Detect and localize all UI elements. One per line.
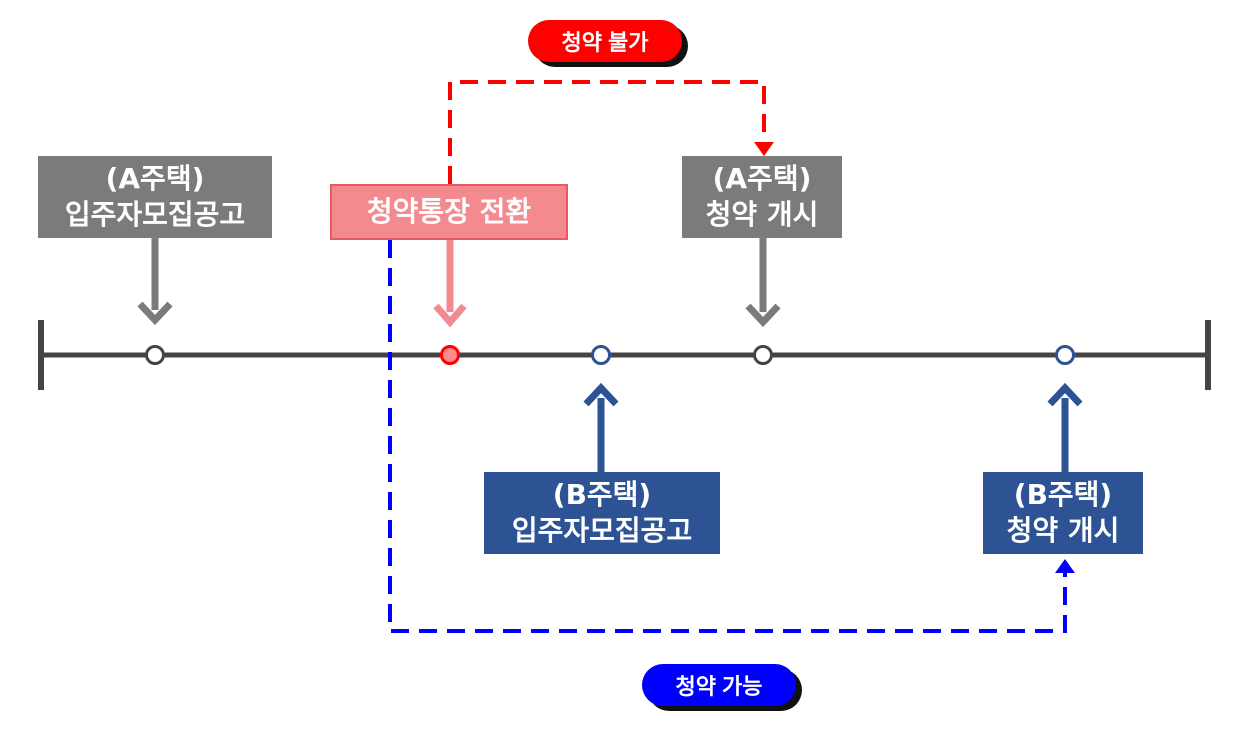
not-allowed-badge: 청약 불가 [528,20,682,62]
a-open-point [753,345,773,365]
a-announcement-point [145,345,165,365]
a-open-arrow-head [745,303,781,328]
blue-dashed-path [388,240,1067,633]
conversion-label: 청약통장 전환 [330,184,568,240]
allowed-badge: 청약 가능 [642,664,796,706]
a-announcement-arrow-head [137,301,173,326]
conversion-point [440,345,460,365]
b-open-label-line1: (B주택) [1013,478,1113,511]
conversion-arrow-head [433,303,467,328]
a-announcement-label-line1: (A주택) [105,162,205,195]
conversion-label-text: 청약통장 전환 [366,195,532,228]
allowed-badge-text: 청약 가능 [675,674,763,699]
b-announcement-arrow-head [583,382,619,407]
blue-arrowhead [1055,559,1075,573]
b-open-point [1055,345,1075,365]
b-open-label: (B주택) 청약 개시 [983,472,1143,554]
a-open-label-line1: (A주택) [712,162,812,195]
a-announcement-label: (A주택) 입주자모집공고 [38,156,272,238]
b-announcement-label-line2: 입주자모집공고 [511,514,693,547]
b-announcement-label: (B주택) 입주자모집공고 [484,472,720,554]
b-open-label-line2: 청약 개시 [1006,514,1120,547]
a-announcement-label-line2: 입주자모집공고 [64,198,246,231]
red-dashed-path [448,80,766,184]
not-allowed-badge-text: 청약 불가 [561,30,649,55]
a-open-label-line2: 청약 개시 [705,198,819,231]
b-open-arrow-head [1047,382,1083,407]
red-arrowhead [754,142,774,156]
a-open-label: (A주택) 청약 개시 [682,156,842,238]
b-announcement-label-line1: (B주택) [552,478,652,511]
b-announcement-point [591,345,611,365]
